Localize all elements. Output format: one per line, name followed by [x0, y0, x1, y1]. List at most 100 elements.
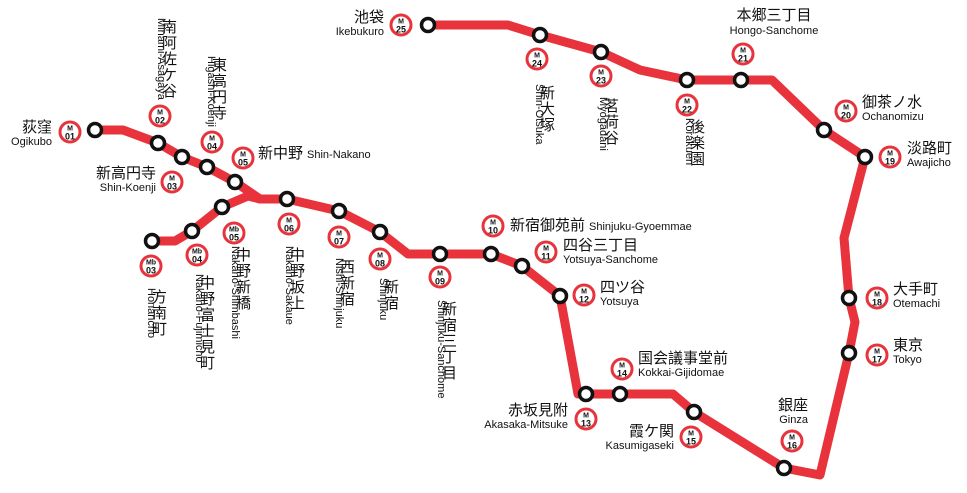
station-dot [678, 71, 696, 89]
badge-station-number: 05 [229, 233, 239, 243]
station-dot [732, 71, 750, 89]
station-name-jp: 東京 [893, 336, 923, 354]
station-name-jp: 中野新橋 [236, 246, 251, 312]
station-name-jp: 新宿 [384, 278, 399, 312]
station-name-jp: 茗荷谷 [604, 97, 619, 147]
badge-line-code: M [490, 220, 496, 227]
station-number-badge [327, 225, 351, 249]
station-number-badge [222, 221, 246, 245]
station-number-badge [277, 212, 301, 236]
station-name-en: Ogikubo [11, 136, 52, 148]
station-name-en: Ochanomizu [862, 111, 924, 123]
station-name-en: Korakuen [683, 118, 695, 165]
station-name-en: Kasumigaseki [606, 440, 674, 452]
station-dot [183, 222, 201, 240]
station-dot [531, 26, 549, 44]
badge-line-code: M [874, 292, 880, 299]
station-dot [840, 289, 858, 307]
badge-station-number: 04 [192, 255, 202, 265]
badge-station-number: 25 [396, 25, 406, 35]
badge-station-number: 07 [334, 237, 344, 247]
station-dot [149, 134, 167, 152]
station-name-jp: 霞ケ関 [629, 422, 674, 440]
badge-station-number: 16 [787, 441, 797, 451]
station-name-jp: 淡路町 [907, 139, 952, 157]
station-dot [815, 121, 833, 139]
badge-line-code: M [286, 218, 292, 225]
badge-line-code: M [581, 289, 587, 296]
badge-station-number: 17 [872, 355, 882, 365]
badge-station-number: 23 [596, 76, 606, 86]
station-number-badge [675, 93, 699, 117]
station-number-badge [731, 42, 755, 66]
badge-station-number: 06 [284, 224, 294, 234]
station-number-badge [878, 145, 902, 169]
station-number-badge [58, 120, 82, 144]
station-number-badge [679, 425, 703, 449]
station-name-en: Hongo-Sanchome [730, 25, 819, 37]
station-name-jp: 国会議事堂前 [638, 349, 728, 367]
station-name-en: Nakano-Shimbashi [229, 246, 241, 339]
badge-station-number: 09 [435, 277, 445, 287]
station-number-badge [834, 99, 858, 123]
station-dot [856, 148, 874, 166]
station-dot [431, 245, 449, 263]
station-dot [419, 16, 437, 34]
station-name-jp: 四ツ谷 [600, 278, 645, 296]
station-name-jp: 新大塚 [540, 84, 555, 134]
station-dot [198, 158, 216, 176]
station-name-en: Shin-Otsuka [533, 84, 545, 145]
station-name-jp: 中野富士見町 [200, 274, 215, 372]
badge-line-code: M [240, 152, 246, 159]
station-name-en: Nishi-Shinjuku [333, 258, 345, 328]
station-name-en: Otemachi [893, 298, 940, 310]
station-number-badge [139, 254, 163, 278]
station-dot [685, 403, 703, 421]
station-dot [278, 190, 296, 208]
station-dot [371, 223, 389, 241]
station-name-en: Myogadani [597, 97, 609, 151]
badge-line-code: M [543, 246, 549, 253]
station-name-jp: 新宿御苑前 [510, 216, 585, 234]
badge-line-code: M [874, 349, 880, 356]
station-name-en: Higashi-Koenji [205, 56, 217, 127]
badge-station-number: 12 [579, 295, 589, 305]
station-name-jp: 御茶ノ水 [862, 93, 922, 111]
badge-station-number: 04 [207, 142, 217, 152]
station-name-en: Shin-Koenji [100, 182, 156, 194]
station-number-badge [481, 214, 505, 238]
badge-line-code: M [336, 231, 342, 238]
station-number-badge [610, 357, 634, 381]
badge-station-number: 02 [155, 116, 165, 126]
station-number-badge [160, 170, 184, 194]
station-name-en: Honancho [145, 288, 157, 338]
